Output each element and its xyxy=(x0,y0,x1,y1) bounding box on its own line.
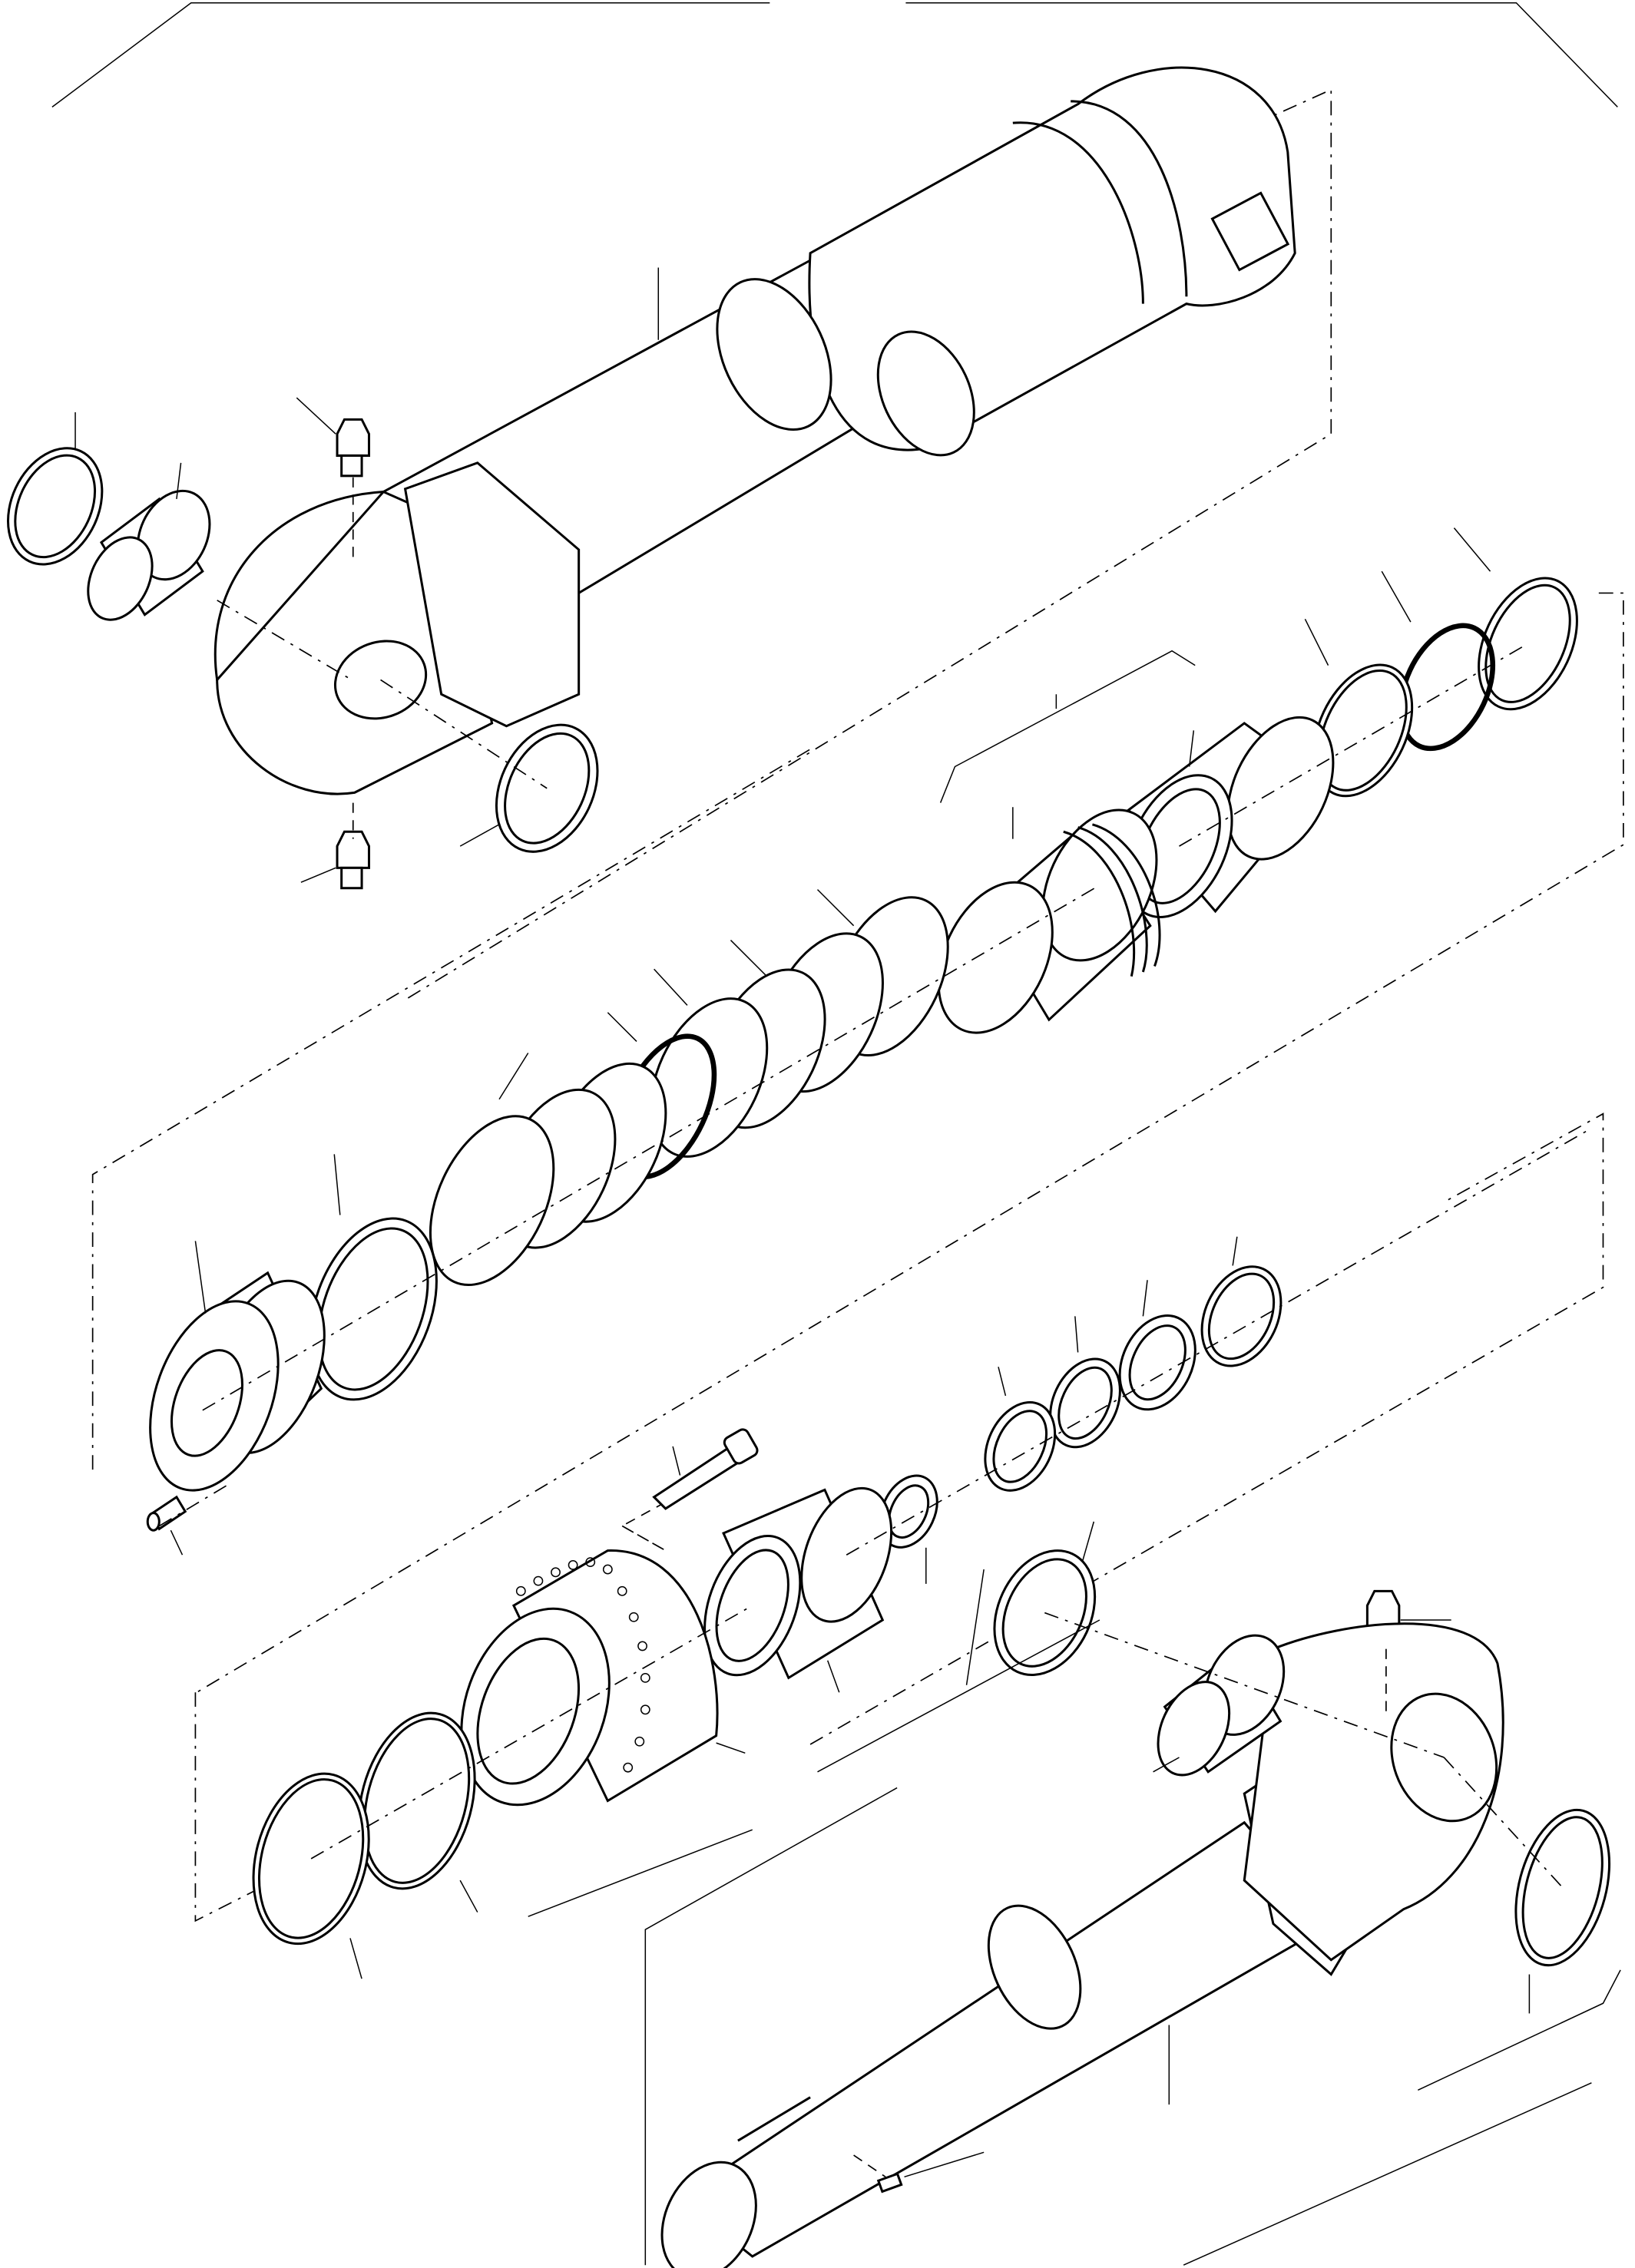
barrel-side-ring xyxy=(459,723,599,853)
piston-seal-set xyxy=(429,889,949,1287)
barrel-bushing xyxy=(87,462,211,621)
wear-ring xyxy=(309,1154,438,1401)
threaded-sleeve xyxy=(703,1486,893,1693)
cap-screw xyxy=(652,1428,759,1510)
piston-nut xyxy=(149,1241,326,1492)
kit-bracket xyxy=(939,650,1196,803)
head-o-ring xyxy=(357,1711,478,1913)
piston-rod xyxy=(660,1622,1504,2268)
cylinder-head xyxy=(460,1549,746,1807)
center-axis-lines xyxy=(158,477,1592,2178)
rod-end-bushing xyxy=(1153,1634,1286,1777)
set-screw xyxy=(146,1495,187,1556)
group-boundaries xyxy=(91,88,1624,2266)
o-ring xyxy=(1304,618,1414,798)
rod-end-snap-ring xyxy=(1514,1808,1611,2014)
head-bolt-holes xyxy=(515,1557,650,1773)
rod-end-side-ring xyxy=(993,1521,1097,1677)
piston xyxy=(937,807,1161,1034)
backup-ring xyxy=(1381,570,1496,752)
frame-lines xyxy=(51,2,1621,2266)
grease-fitting-bottom xyxy=(300,830,370,890)
rod-seal-set xyxy=(879,1236,1283,1584)
grease-fitting-top xyxy=(296,397,370,478)
barrel-seal-ring xyxy=(6,412,104,566)
wiper-ring xyxy=(1453,527,1578,711)
cylinder-barrel xyxy=(213,66,1296,795)
